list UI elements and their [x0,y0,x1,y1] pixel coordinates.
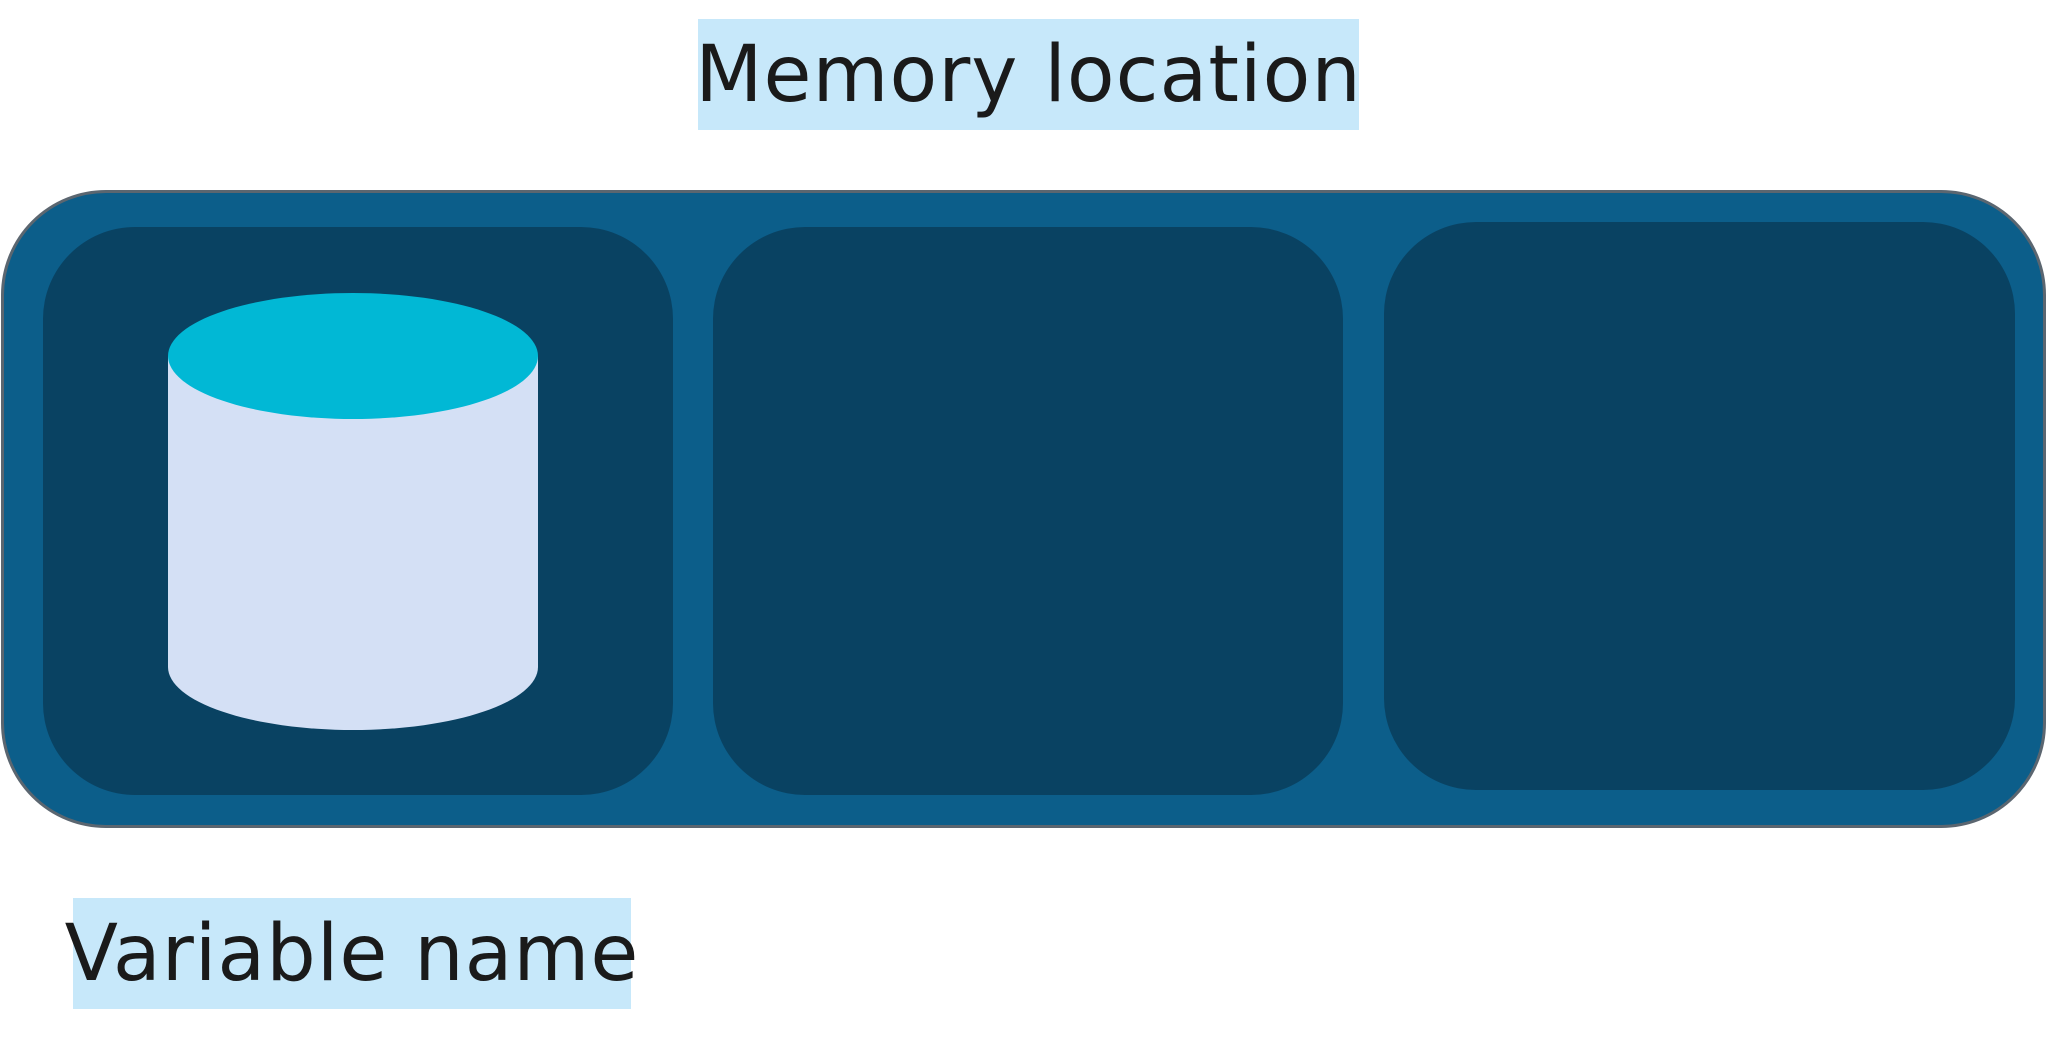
cylinder-body [168,356,538,730]
database-cylinder-icon [168,293,538,730]
variable-name-label: Variable name [65,898,638,1009]
cylinder-top [168,293,538,419]
memory-slot-2 [713,227,1343,795]
memory-location-label: Memory location [695,19,1361,130]
memory-slot-3 [1384,222,2015,790]
